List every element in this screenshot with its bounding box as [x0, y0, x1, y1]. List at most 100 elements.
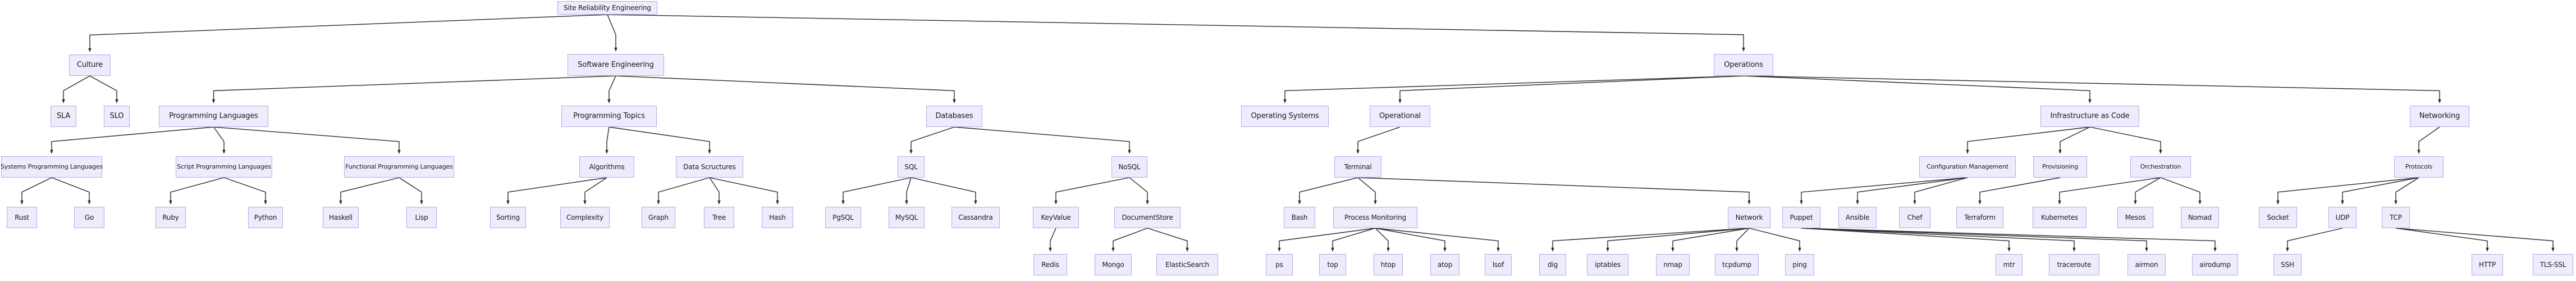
- edge-datastruct-to-hash: [709, 177, 779, 205]
- node-bash[interactable]: Bash: [1284, 207, 1315, 228]
- node-algorithms[interactable]: Algorithms: [579, 156, 634, 178]
- node-ssh[interactable]: SSH: [2273, 254, 2302, 275]
- node-label-os: Operating Systems: [1251, 112, 1319, 121]
- node-socket[interactable]: Socket: [2259, 207, 2297, 228]
- node-label-ops: Operations: [1724, 60, 1763, 69]
- node-label-tlsssl: TLS-SSL: [2540, 260, 2566, 269]
- edge-protocols-to-tcp: [2394, 177, 2419, 205]
- node-nosql[interactable]: NoSQL: [1111, 156, 1147, 178]
- node-scrprog[interactable]: Script Programming Languages: [176, 156, 272, 178]
- node-rust[interactable]: Rust: [7, 207, 37, 228]
- node-keyvalue[interactable]: KeyValue: [1033, 207, 1079, 228]
- node-os[interactable]: Operating Systems: [1241, 106, 1329, 127]
- node-iptables[interactable]: iptables: [1587, 254, 1628, 275]
- node-atop[interactable]: atop: [1430, 254, 1459, 275]
- node-go[interactable]: Go: [74, 207, 104, 228]
- node-airodump[interactable]: airodump: [2192, 254, 2238, 275]
- node-lisp[interactable]: Lisp: [406, 207, 437, 228]
- edge-tcp-to-tlsssl: [2395, 228, 2555, 252]
- node-protocols[interactable]: Protocols: [2394, 156, 2444, 178]
- node-dig[interactable]: dig: [1539, 254, 1566, 275]
- node-label-airodump: airodump: [2199, 260, 2231, 269]
- node-mesos[interactable]: Mesos: [2117, 207, 2153, 228]
- node-label-rust: Rust: [15, 213, 29, 221]
- edge-confmgmt-to-ansible: [1856, 177, 1968, 205]
- node-sla[interactable]: SLA: [51, 106, 76, 127]
- node-progtopic[interactable]: Programming Topics: [561, 106, 657, 127]
- node-culture[interactable]: Culture: [69, 55, 111, 76]
- node-tcpdump[interactable]: tcpdump: [1715, 254, 1759, 275]
- node-mtr[interactable]: mtr: [1996, 254, 2023, 275]
- node-docstore[interactable]: DocumentStore: [1114, 207, 1181, 228]
- node-sorting[interactable]: Sorting: [490, 207, 526, 228]
- edge-proglang-to-scrprog: [213, 126, 226, 154]
- node-network[interactable]: Network: [1728, 207, 1770, 228]
- node-airmon[interactable]: airmon: [2127, 254, 2166, 275]
- node-sql[interactable]: SQL: [898, 156, 925, 178]
- node-ruby[interactable]: Ruby: [155, 207, 186, 228]
- node-ping[interactable]: ping: [1785, 254, 1814, 275]
- node-slo[interactable]: SLO: [104, 106, 130, 127]
- node-hash[interactable]: Hash: [762, 207, 793, 228]
- node-provision[interactable]: Provisioning: [2033, 156, 2087, 178]
- node-iac[interactable]: Infrastructure as Code: [2040, 106, 2139, 127]
- node-procmon[interactable]: Process Monitoring: [1333, 207, 1417, 228]
- edge-protocols-to-socket: [2276, 177, 2419, 205]
- node-chef[interactable]: Chef: [1899, 207, 1930, 228]
- node-kubernetes[interactable]: Kubernetes: [2033, 207, 2087, 228]
- node-tlsssl[interactable]: TLS-SSL: [2533, 254, 2573, 275]
- node-ops[interactable]: Operations: [1714, 54, 1773, 76]
- node-udp[interactable]: UDP: [2328, 207, 2357, 228]
- node-label-chef: Chef: [1907, 213, 1923, 221]
- node-sre[interactable]: Site Reliability Engineering: [557, 1, 657, 15]
- node-python[interactable]: Python: [248, 207, 283, 228]
- node-label-htop: htop: [1380, 260, 1396, 269]
- node-sysprog[interactable]: Systems Programming Languages: [1, 156, 103, 178]
- node-operational[interactable]: Operational: [1370, 106, 1430, 127]
- edge-sql-to-cassandra: [910, 177, 977, 205]
- node-complexity[interactable]: Complexity: [560, 207, 610, 228]
- node-label-tree: Tree: [712, 213, 726, 221]
- node-label-datastruct: Data Scructures: [683, 162, 736, 171]
- node-funprog[interactable]: Functional Programming Languages: [344, 156, 454, 178]
- node-mongo[interactable]: Mongo: [1095, 254, 1132, 275]
- node-proglang[interactable]: Programming Languages: [159, 106, 268, 127]
- node-networking[interactable]: Networking: [2410, 106, 2469, 127]
- node-tcp[interactable]: TCP: [2382, 207, 2410, 228]
- node-http[interactable]: HTTP: [2472, 254, 2503, 275]
- node-nmap[interactable]: nmap: [1656, 254, 1690, 275]
- node-ansible[interactable]: Ansible: [1838, 207, 1877, 228]
- node-datastruct[interactable]: Data Scructures: [676, 156, 743, 178]
- node-label-orchestr: Orchestration: [2140, 163, 2181, 171]
- node-traceroute[interactable]: traceroute: [2049, 254, 2099, 275]
- node-terraform[interactable]: Terraform: [1956, 207, 2003, 228]
- node-label-proglang: Programming Languages: [169, 112, 258, 121]
- node-label-tcpdump: tcpdump: [1722, 260, 1752, 269]
- node-terminal[interactable]: Terminal: [1334, 156, 1381, 178]
- node-cassandra[interactable]: Cassandra: [951, 207, 1000, 228]
- node-pgsql[interactable]: PgSQL: [825, 207, 861, 228]
- node-puppet[interactable]: Puppet: [1782, 207, 1820, 228]
- node-tree[interactable]: Tree: [704, 207, 734, 228]
- node-orchestr[interactable]: Orchestration: [2130, 156, 2191, 178]
- edge-network-to-dig: [1551, 228, 1750, 252]
- edge-datastruct-to-graph: [657, 177, 710, 205]
- edge-orchestr-to-mesos: [2134, 177, 2161, 205]
- node-swe[interactable]: Software Engineering: [568, 54, 664, 76]
- node-label-nmap: nmap: [1663, 260, 1682, 269]
- node-confmgmt[interactable]: Configuration Management: [1919, 156, 2016, 178]
- node-label-haskell: Haskell: [329, 213, 353, 221]
- node-top[interactable]: top: [1319, 254, 1346, 275]
- node-htop[interactable]: htop: [1374, 254, 1403, 275]
- node-haskell[interactable]: Haskell: [323, 207, 359, 228]
- node-databases[interactable]: Databases: [926, 106, 982, 127]
- node-nomad[interactable]: Nomad: [2181, 207, 2219, 228]
- edge-nosql-to-keyvalue: [1054, 177, 1130, 205]
- node-redis[interactable]: Redis: [1033, 254, 1067, 275]
- edge-sql-to-pgsql: [841, 177, 912, 205]
- node-mysql[interactable]: MySQL: [889, 207, 925, 228]
- node-elastic[interactable]: ElasticSearch: [1156, 254, 1218, 275]
- node-ps[interactable]: ps: [1266, 254, 1293, 275]
- node-lsof[interactable]: lsof: [1485, 254, 1512, 275]
- node-graph[interactable]: Graph: [642, 207, 675, 228]
